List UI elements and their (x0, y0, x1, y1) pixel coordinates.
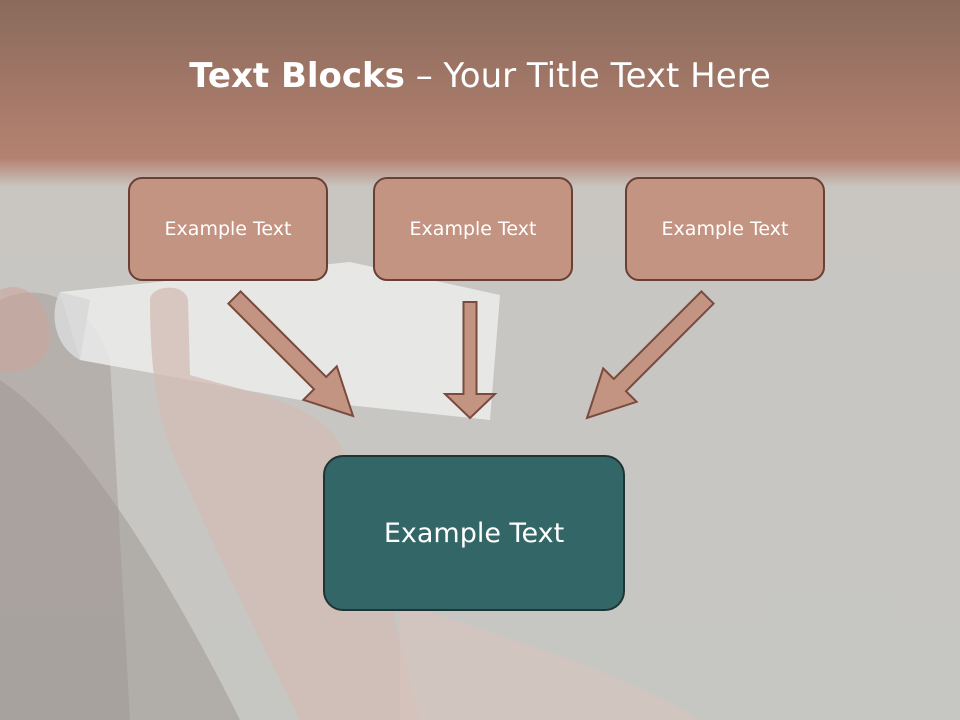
arrow-middle (442, 301, 498, 420)
title-dash: – (404, 56, 444, 96)
text-block-1[interactable]: Example Text (128, 177, 328, 281)
title-regular-part: Your Title Text Here (443, 56, 771, 96)
text-block-2-label: Example Text (409, 218, 537, 240)
text-block-2[interactable]: Example Text (373, 177, 573, 281)
result-block[interactable]: Example Text (323, 455, 625, 611)
text-block-3[interactable]: Example Text (625, 177, 825, 281)
title-bold-part: Text Blocks (189, 56, 405, 96)
arrow-right (585, 289, 716, 420)
text-block-3-label: Example Text (661, 218, 789, 240)
arrow-left (226, 289, 355, 418)
slide-title: Text Blocks – Your Title Text Here (0, 50, 960, 102)
text-block-1-label: Example Text (164, 218, 292, 240)
result-block-label: Example Text (383, 517, 565, 549)
